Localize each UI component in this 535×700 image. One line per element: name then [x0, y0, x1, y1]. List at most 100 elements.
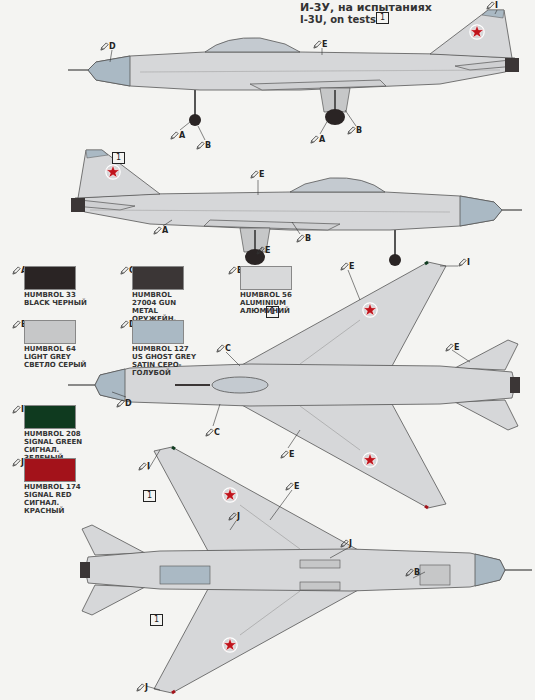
callout-letter-text: E [289, 451, 294, 459]
paint-name: HUMBROL 64 LIGHT GREY СВЕТЛО СЕРЫЙ [24, 345, 88, 369]
subtitle-text: I-3U, on tests [300, 15, 376, 25]
callout-letter-text: B [356, 127, 362, 135]
paint-pen-icon [296, 234, 305, 243]
callout-letter: A [170, 131, 185, 140]
callout-letter-text: E [265, 247, 270, 255]
paint-name: HUMBROL 127 US GHOST GREY SATIN СЕРО-ГОЛ… [132, 345, 196, 377]
callout-letter: J [340, 539, 352, 548]
paint-pen-icon [138, 462, 147, 471]
callout-letter: E [340, 262, 354, 271]
callout-letter-text: D [125, 400, 132, 408]
callout-letter-text: A [179, 132, 185, 140]
paint-pen-icon [12, 458, 21, 467]
callout-letter: E [280, 450, 294, 459]
paint-pen-icon [405, 568, 414, 577]
paint-pen-icon [486, 1, 495, 10]
callout-letter-text: D [109, 43, 116, 51]
callout-letter: E [445, 343, 459, 352]
paint-pen-icon [12, 320, 21, 329]
callout-letter-text: A [319, 136, 325, 144]
sheet-title: И-3У, на испытаниях [300, 1, 432, 14]
callout-letter-text: E [259, 171, 264, 179]
paint-pen-icon [228, 512, 237, 521]
callout-letter-text: J [145, 684, 148, 692]
paint-pen-icon [196, 141, 205, 150]
callout-letter-text: E [322, 41, 327, 49]
callout-letter-text: E [454, 344, 459, 352]
paint-pen-icon [256, 246, 265, 255]
callout-letter: J [136, 683, 148, 692]
callout-letter: I [12, 405, 24, 414]
paint-swatch [24, 266, 76, 290]
callout-letter-text: E [349, 263, 354, 271]
callout-letter: D [100, 42, 116, 51]
callout-letter: B [405, 568, 420, 577]
callout-letter-text: B [205, 142, 211, 150]
paint-swatch [132, 266, 184, 290]
callout-letter-text: B [305, 235, 311, 243]
decal-number: 1 [380, 13, 385, 22]
paint-pen-icon [340, 262, 349, 271]
paint-pen-icon [228, 266, 237, 275]
callout-letter: E [285, 482, 299, 491]
paint-pen-icon [280, 450, 289, 459]
callout-letter: C [216, 344, 231, 353]
callout-letter: I [138, 462, 150, 471]
paint-pen-icon [170, 131, 179, 140]
decal-number-box: 1 [143, 490, 156, 502]
paint-pen-icon [313, 40, 322, 49]
paint-pen-icon [205, 428, 214, 437]
subtitle: I-3U, on tests [300, 15, 376, 25]
paint-pen-icon [310, 135, 319, 144]
decal-number: 1 [116, 153, 121, 162]
callout-letter: E [250, 170, 264, 179]
paint-pen-icon [340, 539, 349, 548]
paint-name: HUMBROL 56 ALUMINIUM АЛЮМИНИЙ [240, 291, 304, 315]
paint-pen-icon [153, 226, 162, 235]
paint-pen-icon [12, 266, 21, 275]
decal-number: 1 [147, 491, 152, 500]
callout-letter-text: I [147, 463, 150, 471]
paint-pen-icon [285, 482, 294, 491]
callout-letter: J [228, 512, 240, 521]
decal-number-box: 1 [150, 614, 163, 626]
callout-letter: B [347, 126, 362, 135]
callout-letter: J [12, 458, 24, 467]
decal-number: 1 [154, 615, 159, 624]
callout-letter: B [196, 141, 211, 150]
callout-letter-text: C [225, 345, 231, 353]
paint-name: HUMBROL 33 BLACK ЧЕРНЫЙ [24, 291, 88, 307]
paint-pen-icon [100, 42, 109, 51]
callout-letter: C [205, 428, 220, 437]
paint-pen-icon [136, 683, 145, 692]
callout-letter-text: C [214, 429, 220, 437]
callout-letter: B [296, 234, 311, 243]
callout-letter: I [486, 1, 498, 10]
paint-pen-icon [458, 258, 467, 267]
paint-swatch [24, 458, 76, 482]
paint-pen-icon [347, 126, 356, 135]
paint-pen-icon [12, 405, 21, 414]
callout-letter: E [256, 246, 270, 255]
callout-letter: I [458, 258, 470, 267]
paint-pen-icon [250, 170, 259, 179]
paint-swatch [240, 266, 292, 290]
decal-number-box: 1 [376, 12, 389, 24]
callout-letter-text: I [495, 2, 498, 10]
callout-letter: A [310, 135, 325, 144]
callout-letter: E [313, 40, 327, 49]
paint-pen-icon [216, 344, 225, 353]
paint-name: HUMBROL 174 SIGNAL RED СИГНАЛ. КРАСНЫЙ [24, 483, 88, 515]
callout-letter-text: A [162, 227, 168, 235]
paint-pen-icon [445, 343, 454, 352]
paint-swatch [132, 320, 184, 344]
callout-letter-text: J [349, 540, 352, 548]
callout-letter: A [153, 226, 168, 235]
callout-letter-text: B [414, 569, 420, 577]
callout-letter-text: J [237, 513, 240, 521]
callout-letter: D [116, 399, 132, 408]
paint-pen-icon [120, 320, 129, 329]
callout-letter-text: I [467, 259, 470, 267]
decal-number-box: 1 [112, 152, 125, 164]
callout-letter-text: E [294, 483, 299, 491]
